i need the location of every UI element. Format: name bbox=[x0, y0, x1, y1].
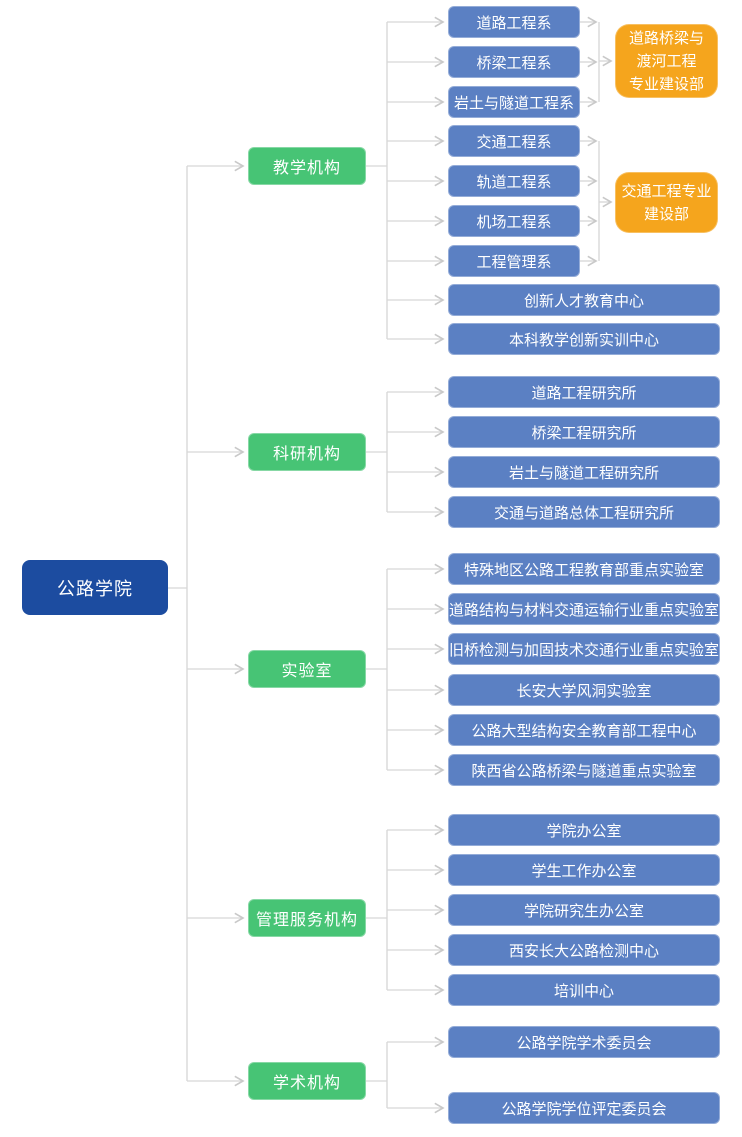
dept-node: 岩土与隧道工程系 bbox=[448, 86, 580, 118]
dept-node: 培训中心 bbox=[448, 974, 720, 1006]
dept-node: 公路学院学位评定委员会 bbox=[448, 1092, 720, 1124]
group-node-4: 学术机构 bbox=[248, 1062, 366, 1100]
dept-node: 桥梁工程研究所 bbox=[448, 416, 720, 448]
special-dept-node: 交通工程专业建设部 bbox=[615, 172, 718, 233]
dept-node: 创新人才教育中心 bbox=[448, 284, 720, 316]
dept-node: 道路结构与材料交通运输行业重点实验室 bbox=[448, 593, 720, 625]
dept-node: 学生工作办公室 bbox=[448, 854, 720, 886]
group-node-2: 实验室 bbox=[248, 650, 366, 688]
dept-node: 长安大学风洞实验室 bbox=[448, 674, 720, 706]
dept-node: 公路学院学术委员会 bbox=[448, 1026, 720, 1058]
dept-node: 西安长大公路检测中心 bbox=[448, 934, 720, 966]
group-node-1: 科研机构 bbox=[248, 433, 366, 471]
dept-node: 学院办公室 bbox=[448, 814, 720, 846]
root-node: 公路学院 bbox=[22, 560, 168, 615]
dept-node: 岩土与隧道工程研究所 bbox=[448, 456, 720, 488]
dept-node: 工程管理系 bbox=[448, 245, 580, 277]
dept-node: 轨道工程系 bbox=[448, 165, 580, 197]
dept-node: 交通工程系 bbox=[448, 125, 580, 157]
special-dept-node: 道路桥梁与渡河工程专业建设部 bbox=[615, 24, 718, 98]
dept-node: 公路大型结构安全教育部工程中心 bbox=[448, 714, 720, 746]
dept-node: 本科教学创新实训中心 bbox=[448, 323, 720, 355]
special-dept-line: 道路桥梁与 bbox=[628, 29, 704, 47]
special-dept-line: 交通工程专业 bbox=[621, 182, 712, 200]
special-dept-line: 渡河工程 bbox=[636, 52, 697, 70]
group-node-0: 教学机构 bbox=[248, 147, 366, 185]
dept-node: 道路工程系 bbox=[448, 6, 580, 38]
dept-node: 道路工程研究所 bbox=[448, 376, 720, 408]
dept-node: 桥梁工程系 bbox=[448, 46, 580, 78]
special-dept-line: 专业建设部 bbox=[628, 75, 704, 93]
dept-node: 机场工程系 bbox=[448, 205, 580, 237]
dept-node: 特殊地区公路工程教育部重点实验室 bbox=[448, 553, 720, 585]
group-node-3: 管理服务机构 bbox=[248, 899, 366, 937]
dept-node: 学院研究生办公室 bbox=[448, 894, 720, 926]
special-dept-line: 建设部 bbox=[643, 205, 689, 223]
dept-node: 陕西省公路桥梁与隧道重点实验室 bbox=[448, 754, 720, 786]
dept-node: 交通与道路总体工程研究所 bbox=[448, 496, 720, 528]
dept-node: 旧桥检测与加固技术交通行业重点实验室 bbox=[448, 633, 720, 665]
